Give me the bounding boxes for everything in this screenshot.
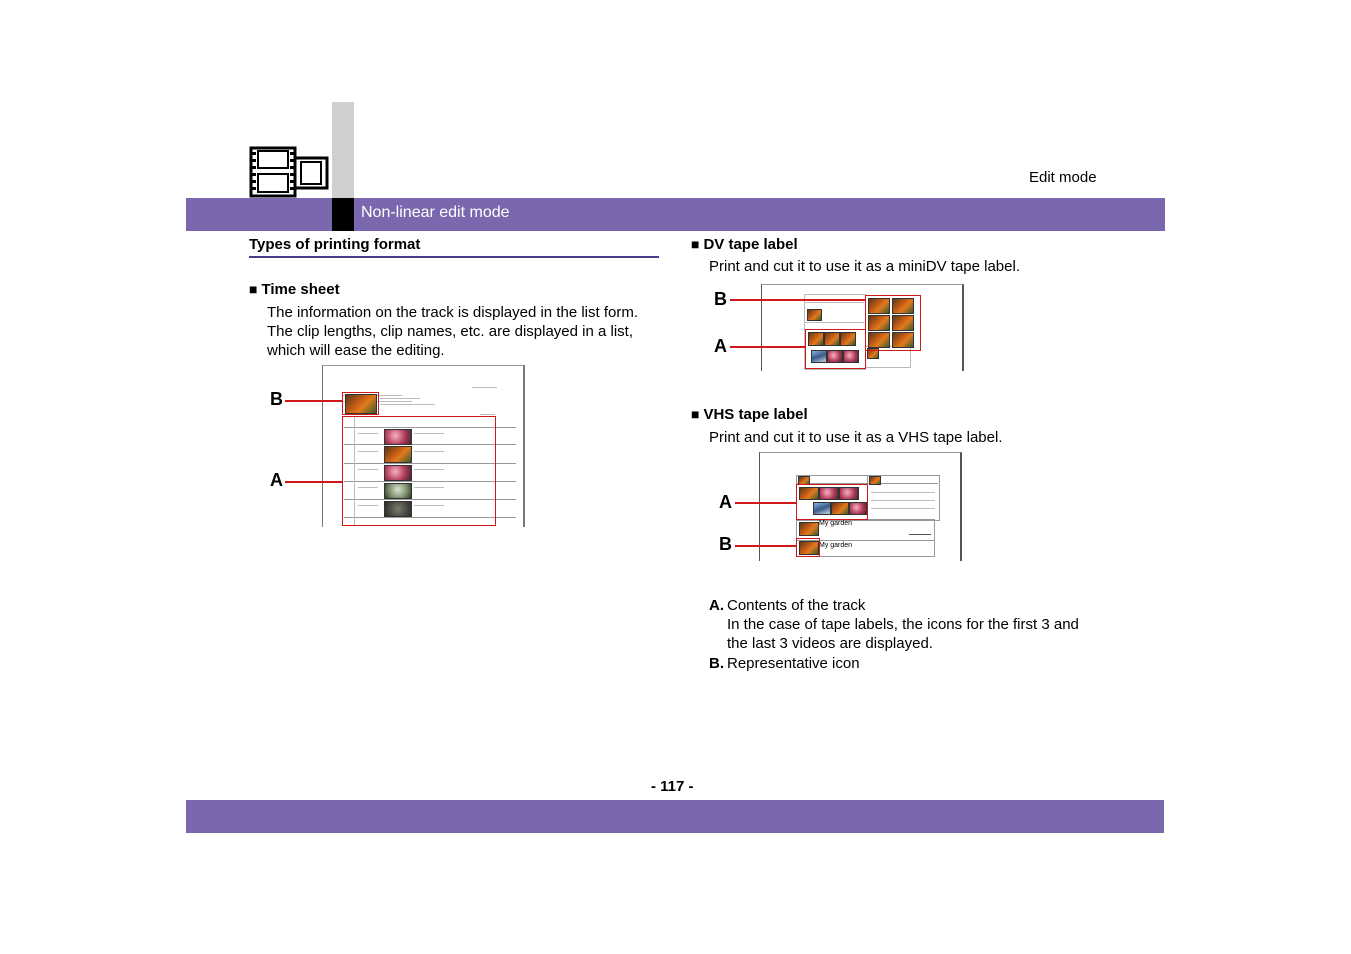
time-sheet-line-a xyxy=(285,481,342,483)
vhs-desc: Print and cut it to use it as a VHS tape… xyxy=(709,429,1003,446)
vhs-callout-a: A xyxy=(719,492,732,512)
dv-figure xyxy=(761,284,964,371)
dv-box-b xyxy=(865,295,921,351)
time-sheet-title: ■Time sheet xyxy=(249,280,340,299)
time-sheet-line-1: The information on the track is displaye… xyxy=(267,304,639,321)
legend-a-line-2: In the case of tape labels, the icons fo… xyxy=(727,616,1079,633)
page-number: - 117 - xyxy=(651,778,694,795)
dv-box-a xyxy=(805,329,866,369)
time-sheet-callout-b: B xyxy=(270,389,283,409)
time-sheet-box-b xyxy=(342,392,379,415)
vhs-box-b xyxy=(796,538,820,557)
header-gray-tab xyxy=(332,102,354,198)
vhs-box-a xyxy=(796,484,868,520)
heading-underline xyxy=(249,256,659,258)
vhs-line-b xyxy=(735,545,796,547)
vhs-figure: My garden My garden xyxy=(759,452,962,561)
dv-callout-a: A xyxy=(714,336,727,356)
time-sheet-box-a xyxy=(342,416,496,526)
vhs-label-text-2: My garden xyxy=(819,542,853,549)
vhs-label-text-1: My garden xyxy=(819,520,853,527)
vhs-title-text: VHS tape label xyxy=(703,406,808,423)
legend-a-key: A. xyxy=(709,597,724,614)
film-strip-icon xyxy=(249,146,329,198)
dv-title-text: DV tape label xyxy=(703,236,798,253)
legend-b-key: B. xyxy=(709,655,724,672)
bullet-square-icon: ■ xyxy=(691,406,700,422)
legend-a-line-1: Contents of the track xyxy=(727,597,866,614)
vhs-line-a xyxy=(735,502,796,504)
banner-title: Non-linear edit mode xyxy=(361,204,510,221)
header-black-tab xyxy=(332,198,354,231)
bullet-square-icon: ■ xyxy=(249,281,258,297)
time-sheet-title-text: Time sheet xyxy=(261,281,340,298)
section-heading: Types of printing format xyxy=(249,236,421,253)
dv-desc: Print and cut it to use it as a miniDV t… xyxy=(709,258,1020,275)
time-sheet-figure xyxy=(322,365,525,527)
vhs-title: ■VHS tape label xyxy=(691,405,808,424)
time-sheet-line-3: which will ease the editing. xyxy=(267,342,445,359)
dv-line-b xyxy=(730,299,866,301)
dv-callout-b: B xyxy=(714,289,727,309)
legend-b-line-1: Representative icon xyxy=(727,655,860,672)
dv-line-a xyxy=(730,346,806,348)
time-sheet-line-2: The clip lengths, clip names, etc. are d… xyxy=(267,323,634,340)
dv-title: ■DV tape label xyxy=(691,235,798,254)
time-sheet-line-b xyxy=(285,400,342,402)
section-label: Edit mode xyxy=(1029,169,1097,186)
vhs-callout-b: B xyxy=(719,534,732,554)
footer-band xyxy=(186,800,1164,833)
time-sheet-callout-a: A xyxy=(270,470,283,490)
time-sheet-rep-thumb xyxy=(345,394,377,414)
legend-a-line-3: the last 3 videos are displayed. xyxy=(727,635,933,652)
bullet-square-icon: ■ xyxy=(691,236,700,252)
